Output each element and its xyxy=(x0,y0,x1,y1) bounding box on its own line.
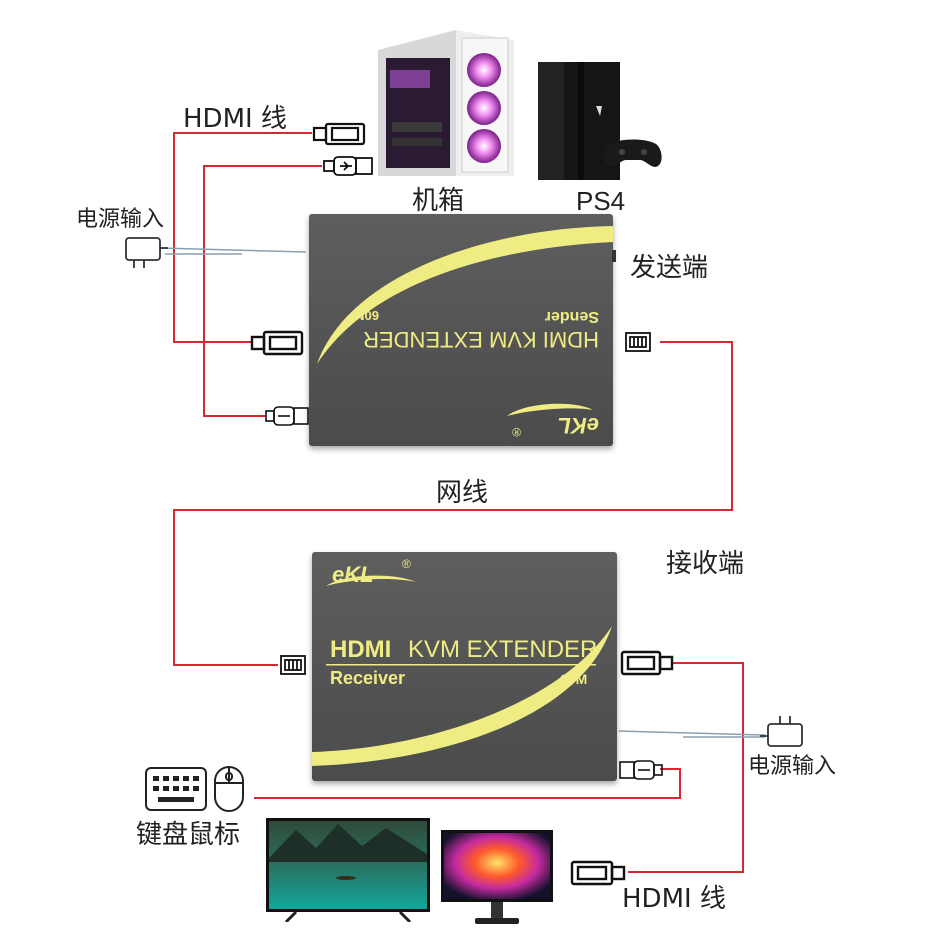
receiver-side-label: 接收端 xyxy=(666,549,745,579)
sender-title: HDMI KVM EXTENDER xyxy=(363,327,599,352)
network-cable-label: 网线 xyxy=(436,478,489,508)
mouse-icon xyxy=(214,766,244,812)
sender-side-jack xyxy=(612,250,616,262)
hdmi-plug-icon xyxy=(312,122,366,146)
usb-cable-peripherals xyxy=(254,768,681,799)
receiver-subtitle: Receiver xyxy=(330,668,406,688)
keyboard-icon xyxy=(145,767,207,811)
hdmi-cable-label-bottom: HDMI 线 xyxy=(622,884,726,914)
power-adapter-icon xyxy=(125,237,168,268)
pc-case-image xyxy=(378,30,514,176)
sender-side-label: 发送端 xyxy=(630,253,709,283)
sender-unit: HDMI KVM EXTENDER Sender 60M eKL ® xyxy=(309,214,613,446)
hdmi-plug-icon xyxy=(570,860,626,886)
rj45-jack-icon xyxy=(280,655,306,675)
ps4-label: PS4 xyxy=(576,186,626,216)
power-line-receiver xyxy=(618,730,766,736)
receiver-range: 60M xyxy=(560,671,588,687)
pc-case-label: 机箱 xyxy=(412,186,465,216)
power-input-label-left: 电源输入 xyxy=(76,207,165,232)
usb-plug-icon xyxy=(323,156,373,176)
usb-plug-icon xyxy=(619,760,663,780)
receiver-registered-mark: ® xyxy=(402,557,411,571)
hdmi-plug-icon xyxy=(620,650,674,676)
power-adapter-icon xyxy=(760,716,803,747)
network-cable xyxy=(173,341,733,666)
keyboard-mouse-label: 键盘鼠标 xyxy=(136,820,241,850)
power-input-label-right: 电源输入 xyxy=(748,754,837,779)
tv-image xyxy=(266,818,430,922)
usb-plug-icon xyxy=(265,406,309,426)
receiver-title-rest: KVM EXTENDER xyxy=(408,636,598,663)
receiver-brand-logo: eKL xyxy=(332,562,374,587)
sender-range: 60M xyxy=(353,308,379,323)
rj45-jack-icon xyxy=(625,332,651,352)
monitor-image xyxy=(441,830,553,924)
hdmi-plug-icon xyxy=(250,330,304,356)
receiver-title-hdmi: HDMI xyxy=(330,636,392,663)
sender-subtitle: Sender xyxy=(544,308,599,325)
receiver-unit: eKL ® HDMI KVM EXTENDER Receiver 60M xyxy=(312,552,617,781)
ps4-console-image xyxy=(538,62,662,180)
power-line-sender xyxy=(159,247,307,253)
hdmi-cable-source xyxy=(173,132,312,343)
hdmi-cable-display xyxy=(628,662,744,873)
hdmi-cable-label-top: HDMI 线 xyxy=(183,104,287,134)
usb-cable-source xyxy=(203,165,322,417)
sender-logo-swoosh xyxy=(507,403,593,416)
